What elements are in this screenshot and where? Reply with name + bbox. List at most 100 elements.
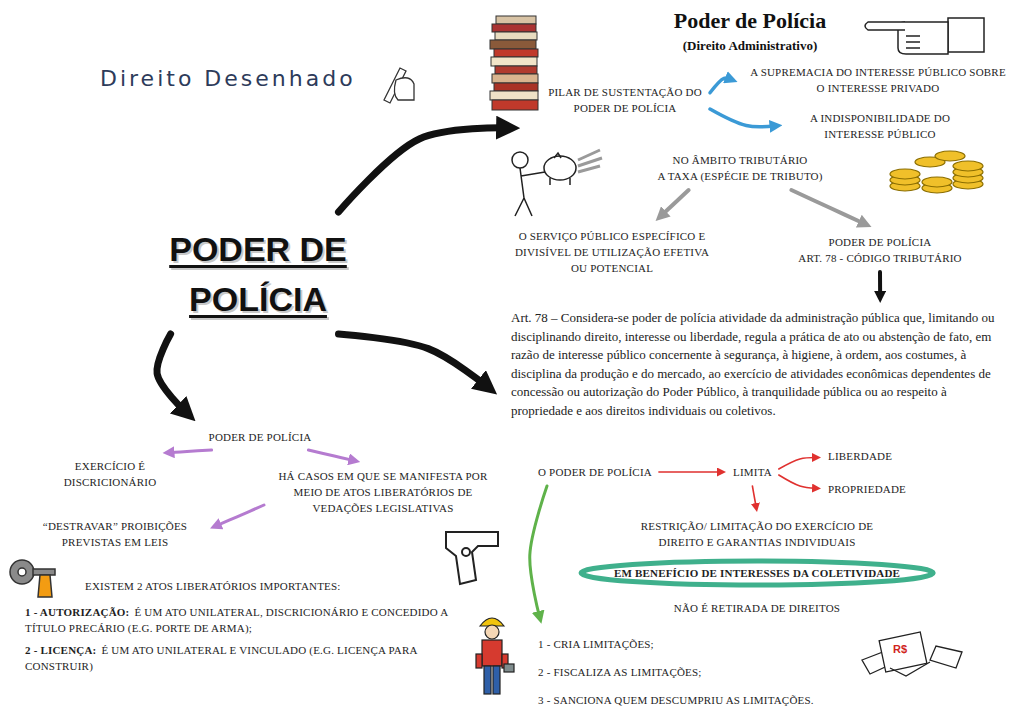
text-line: ART. 78 - CÓDIGO TRIBUTÁRIO (798, 250, 962, 266)
pen-hand-icon (384, 68, 414, 103)
connector-arrow (339, 334, 486, 385)
text-line: 2 - FISCALIZA AS LIMITAÇÕES; (538, 658, 814, 686)
pointing-hand (865, 18, 984, 54)
node-text: 1 - CRIA LIMITAÇÕES; (538, 638, 654, 650)
topic-text: PODER DE POLÍCIA (206, 427, 315, 447)
text-line: NÃO É RETIRADA DE DIREITOS (674, 600, 840, 616)
connector-arrow (662, 190, 689, 215)
topic-text: A INDISPONIBILIDADE DO INTERESSE PÚBLICO (788, 108, 973, 144)
topic-text: O PODER DE POLÍCIA (535, 462, 655, 482)
node-text: 1 - AUTORIZAÇÃO: (25, 606, 129, 618)
text-line: O PODER DE POLÍCIA (538, 464, 652, 480)
list-block: EXISTEM 2 ATOS LIBERATÓRIOS IMPORTANTES:… (22, 576, 462, 676)
diagram-title: Poder de Polícia (674, 8, 826, 34)
node-text: PODER DE POLÍCIA (209, 431, 312, 443)
connector-arrow (710, 78, 730, 93)
connector-arrow (659, 471, 721, 473)
text-line: “DESTRAVAR” PROIBIÇÕES PREVISTAS EM LEIS (28, 518, 202, 550)
text-line: Art. 78 – Considera-se poder de polícia … (511, 309, 1010, 420)
subtitle: (Direito Administrativo) (683, 38, 817, 54)
law-paragraph: Art. 78 – Considera-se poder de polícia … (508, 307, 1013, 422)
node-text: A SUPREMACIA DO INTERESSE PÚBLICO SOBRE … (750, 66, 1006, 94)
central-topic: PODER DE POLÍCIA (143, 222, 373, 326)
node-text: NÃO É RETIRADA DE DIREITOS (674, 602, 840, 614)
node-text: EM BENEFÍCIO DE INTERESSES DA COLETIVIDA… (614, 567, 900, 579)
text-line: 1 - AUTORIZAÇÃO:É UM ATO UNILATERAL, DIS… (25, 604, 459, 636)
topic-text: EXERCÍCIO É DISCRICIONÁRIO (48, 456, 173, 492)
node-text: EXISTEM 2 ATOS LIBERATÓRIOS IMPORTANTES: (85, 580, 341, 592)
currency-mark: R$ (893, 643, 907, 655)
connector-arrow (779, 475, 816, 488)
text-line: PILAR DE SUSTENTAÇÃO DO PODER DE POLÍCIA (548, 84, 702, 116)
topic-text: “DESTRAVAR” PROIBIÇÕES PREVISTAS EM LEIS (25, 516, 205, 552)
text-line: LIBERDADE (828, 448, 892, 464)
ellipse-outline (581, 561, 933, 585)
connector-arrow (710, 109, 775, 127)
person-with-piggy-bank (512, 150, 602, 216)
worker-figure (476, 618, 514, 694)
node-text: O SERVIÇO PÚBLICO ESPECÍFICO E DIVISÍVEL… (515, 230, 709, 274)
node-text: O PODER DE POLÍCIA (538, 466, 652, 478)
node-text: PODER DE POLÍCIA (829, 236, 932, 248)
text-line: PODER DE POLÍCIA (798, 234, 962, 250)
node-text: “DESTRAVAR” PROIBIÇÕES PREVISTAS EM LEIS (43, 520, 187, 548)
topic-text: PODER DE POLÍCIA ART. 78 - CÓDIGO TRIBUTÁ… (795, 232, 965, 268)
node-text: 3 - SANCIONA QUEM DESCUMPRIU AS LIMITAÇÕ… (538, 694, 814, 706)
node-text: 2 - LICENÇA: (25, 644, 96, 656)
text-line: RESTRIÇÃO/ LIMITAÇÃO DO EXERCÍCIO DE DIR… (620, 518, 894, 550)
topic-text: PILAR DE SUSTENTAÇÃO DO PODER DE POLÍCIA (545, 82, 705, 118)
node-text: LIBERDADE (828, 450, 892, 462)
node-text: EXERCÍCIO É DISCRICIONÁRIO (64, 460, 157, 488)
text-line: A TAXA (ESPÉCIE DE TRIBUTO) (657, 168, 822, 184)
key-icon (10, 560, 55, 597)
text-line: 1 - CRIA LIMITAÇÕES; (538, 630, 814, 658)
node-text: NO ÂMBITO TRIBUTÁRIO (673, 154, 808, 166)
text-line: PROPRIEDADE (828, 481, 906, 497)
topic-text: LIBERDADE (825, 446, 895, 466)
text-line: PODER DE POLÍCIA (146, 224, 370, 324)
topic-text: PROPRIEDADE (825, 479, 909, 499)
topic-text: NÃO É RETIRADA DE DIREITOS (671, 598, 843, 618)
connector-arrow (791, 190, 864, 223)
connector-arrow (170, 450, 212, 453)
node-text: LIMITA (733, 466, 772, 478)
coins-icon (890, 151, 983, 193)
topic-text: A SUPREMACIA DO INTERESSE PÚBLICO SOBRE … (743, 62, 1013, 98)
node-text: A INDISPONIBILIDADE DO INTERESSE PÚBLICO (810, 112, 950, 140)
text-line: EXERCÍCIO É DISCRICIONÁRIO (51, 458, 170, 490)
connector-arrow (878, 272, 882, 296)
node-text: A TAXA (ESPÉCIE DE TRIBUTO) (657, 170, 822, 182)
topic-text: NO ÂMBITO TRIBUTÁRIO A TAXA (ESPÉCIE DE T… (654, 150, 825, 186)
text-line: EM BENEFÍCIO DE INTERESSES DA COLETIVIDA… (614, 566, 900, 580)
text-line: 3 - SANCIONA QUEM DESCUMPRIU AS LIMITAÇÕ… (538, 686, 814, 714)
connector-arrow (157, 334, 185, 411)
connector-arrow (339, 128, 506, 212)
text-line: PODER DE POLÍCIA (209, 429, 312, 445)
node-text: PROPRIEDADE (828, 483, 906, 495)
gun-icon (446, 532, 498, 584)
node-text: ART. 78 - CÓDIGO TRIBUTÁRIO (798, 252, 962, 264)
connector-arrow (530, 486, 547, 616)
connector-arrow (779, 458, 816, 469)
handshake-money (862, 632, 962, 676)
text-line: NO ÂMBITO TRIBUTÁRIO (657, 152, 822, 168)
node-text: 2 - FISCALIZA AS LIMITAÇÕES; (538, 666, 702, 678)
text-line: 2 - LICENÇA:É UM ATO UNILATERAL E VINCUL… (25, 642, 459, 674)
highlight-ellipse: EM BENEFÍCIO DE INTERESSES DA COLETIVIDA… (578, 558, 936, 588)
node-text: Art. 78 – Considera-se poder de polícia … (511, 310, 994, 418)
node-text: PODER DE POLÍCIA (169, 230, 347, 318)
books-icon (490, 16, 538, 110)
text-line: O SERVIÇO PÚBLICO ESPECÍFICO E DIVISÍVEL… (506, 228, 718, 276)
text-line: LIMITA (733, 464, 772, 480)
node-text: PILAR DE SUSTENTAÇÃO DO PODER DE POLÍCIA (548, 86, 702, 114)
node-text: HÁ CASOS EM QUE SE MANIFESTA POR MEIO DE… (278, 470, 487, 514)
node-text: RESTRIÇÃO/ LIMITAÇÃO DO EXERCÍCIO DE DIR… (641, 520, 873, 548)
topic-text: RESTRIÇÃO/ LIMITAÇÃO DO EXERCÍCIO DE DIR… (617, 516, 897, 552)
connector-arrow (217, 505, 264, 526)
topic-text: HÁ CASOS EM QUE SE MANIFESTA POR MEIO DE… (269, 466, 497, 518)
text-line: A INDISPONIBILIDADE DO INTERESSE PÚBLICO (791, 110, 970, 142)
connector-arrow (752, 486, 756, 507)
brand-name: Direito Desenhado (100, 66, 356, 91)
text-line: HÁ CASOS EM QUE SE MANIFESTA POR MEIO DE… (272, 468, 494, 516)
